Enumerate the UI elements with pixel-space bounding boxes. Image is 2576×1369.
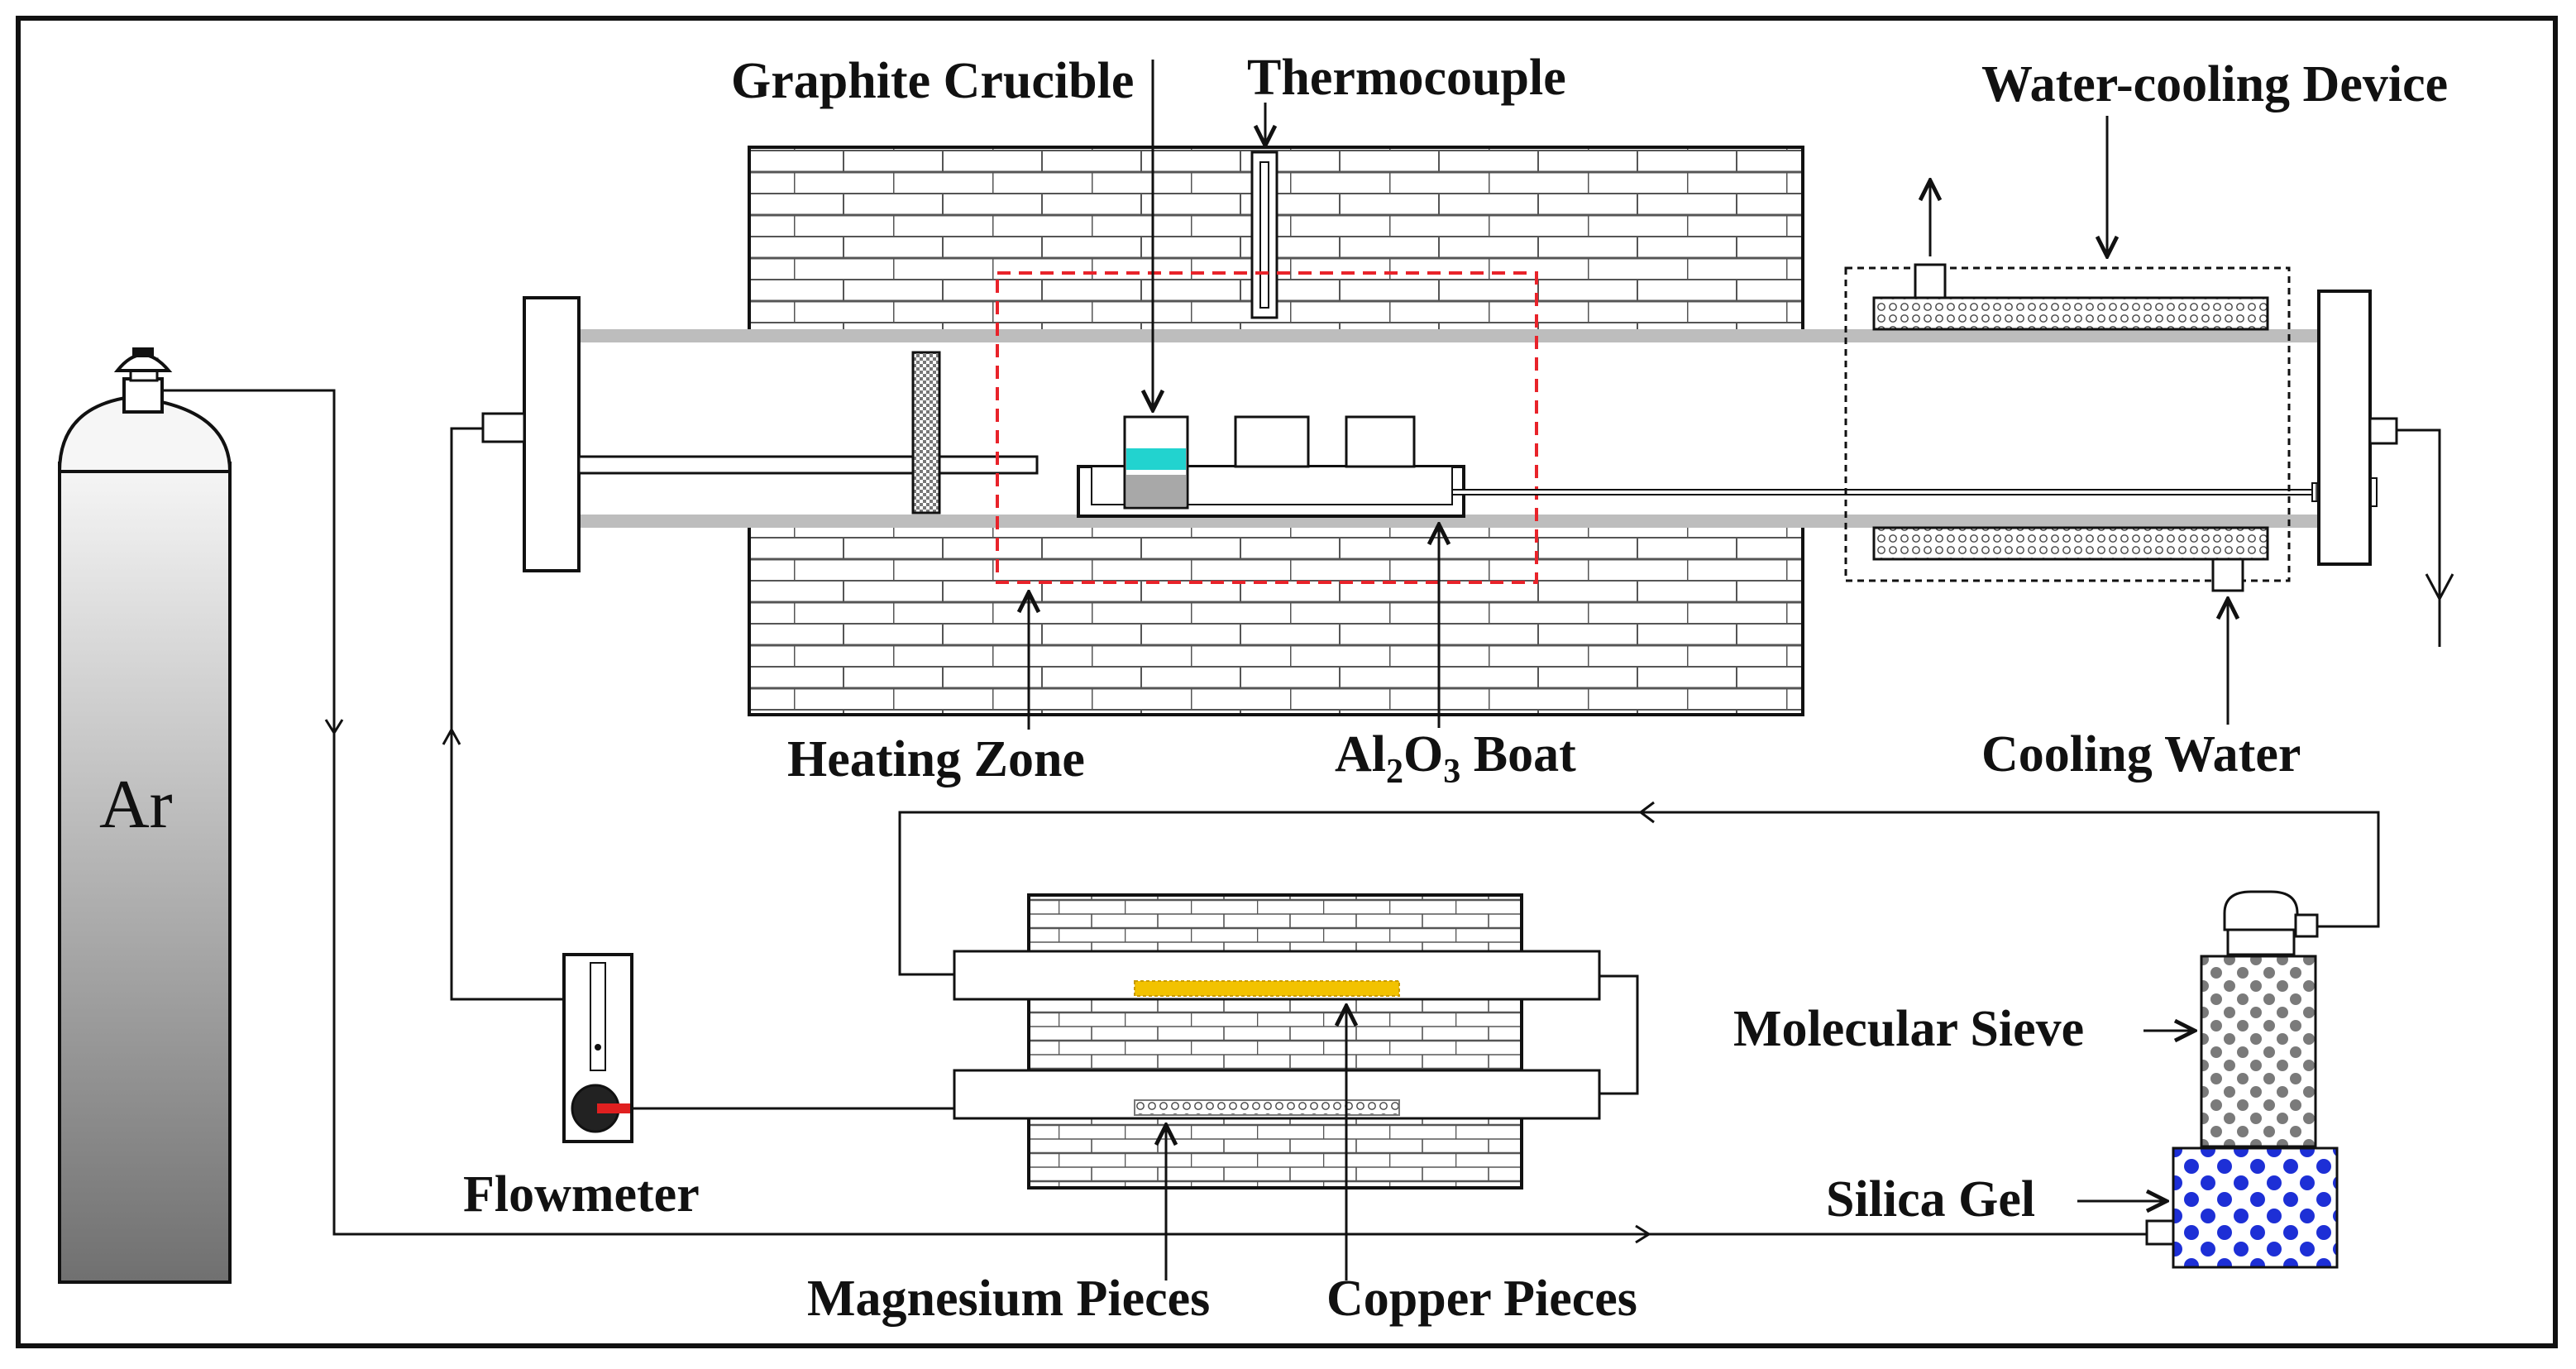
return-arrow-icon	[1638, 801, 1655, 824]
retrieval-rod	[1451, 489, 2321, 495]
graphite-crucible	[1123, 415, 1189, 510]
flowmeter-to-furnace-line	[450, 427, 564, 1001]
copper-pieces-bed	[1134, 980, 1400, 997]
crucible-charge	[1126, 475, 1186, 506]
heat-shield-plug	[911, 351, 941, 515]
boat-sub-2: 3	[1443, 753, 1460, 791]
boat-prefix: Al	[1335, 726, 1386, 783]
flow-direction-arrow-icon	[324, 719, 344, 735]
label-water-cooling-device: Water-cooling Device	[1981, 56, 2448, 112]
purifier-brick-body	[1027, 893, 1523, 1189]
label-flowmeter: Flowmeter	[463, 1166, 700, 1223]
heating-zone-box	[996, 271, 1538, 584]
label-molecular-sieve: Molecular Sieve	[1733, 1001, 2084, 1057]
push-rod	[577, 455, 1039, 475]
label-copper-pieces: Copper Pieces	[1326, 1271, 1637, 1327]
crucible-3	[1345, 415, 1416, 468]
silica-gel-inlet	[2145, 1219, 2175, 1246]
diagram-frame	[16, 16, 2558, 1348]
label-magnesium-pieces: Magnesium Pieces	[807, 1271, 1210, 1327]
left-flange	[523, 296, 581, 572]
sieve-neck	[2226, 928, 2296, 956]
flowmeter-float	[595, 1044, 601, 1051]
ar-gas-line	[162, 389, 2158, 1236]
crucible-2	[1234, 415, 1310, 468]
sieve-cap	[2223, 890, 2299, 931]
left-gas-inlet	[481, 412, 526, 443]
label-thermocouple: Thermocouple	[1247, 50, 1566, 106]
exhaust-line	[2397, 428, 2441, 647]
flowmeter-scale-tube	[590, 962, 606, 1071]
label-cooling-water: Cooling Water	[1981, 726, 2301, 783]
cylinder-label: Ar	[99, 766, 173, 843]
flowmeter	[562, 953, 633, 1143]
boat-suffix: Boat	[1460, 726, 1576, 783]
valve-cap-icon	[132, 347, 154, 357]
magnesium-pieces-bed	[1134, 1099, 1400, 1116]
right-gas-outlet	[2368, 417, 2398, 445]
sieve-cap-outlet	[2294, 913, 2319, 938]
molecular-sieve-column	[2200, 955, 2317, 1148]
silica-gel-column	[2172, 1146, 2339, 1269]
water-inlet-port	[2211, 558, 2244, 592]
label-silica-gel: Silica Gel	[1826, 1171, 2035, 1228]
flowmeter-handle	[597, 1103, 630, 1113]
cooling-coil-lower	[1872, 526, 2269, 561]
label-alumina-boat: Al2O3 Boat	[1335, 726, 1576, 791]
thermocouple-wire	[1259, 161, 1269, 309]
boat-mid: O	[1403, 726, 1443, 783]
boat-sub-1: 2	[1386, 753, 1403, 791]
cylinder-neck	[122, 377, 164, 414]
water-cooling-jacket	[1844, 266, 2291, 582]
water-outlet-port	[1914, 263, 1947, 299]
tube-lower-wall	[579, 515, 2322, 528]
purifier-u-bend	[1599, 974, 1639, 1095]
flowmeter-to-purifier-line	[632, 1095, 956, 1110]
flowmeter-up-arrow-icon	[442, 726, 461, 745]
exhaust-arrow-icon	[2425, 573, 2454, 602]
crucible-band	[1126, 448, 1186, 470]
right-flange	[2317, 290, 2372, 566]
cooling-coil-upper	[1872, 296, 2269, 331]
argon-cylinder	[57, 347, 232, 1284]
flow-direction-arrow-icon	[1635, 1224, 1651, 1244]
cylinder-body	[58, 462, 232, 1284]
tube-upper-wall	[579, 329, 2322, 342]
label-graphite-crucible: Graphite Crucible	[731, 53, 1134, 109]
label-heating-zone: Heating Zone	[787, 731, 1085, 787]
